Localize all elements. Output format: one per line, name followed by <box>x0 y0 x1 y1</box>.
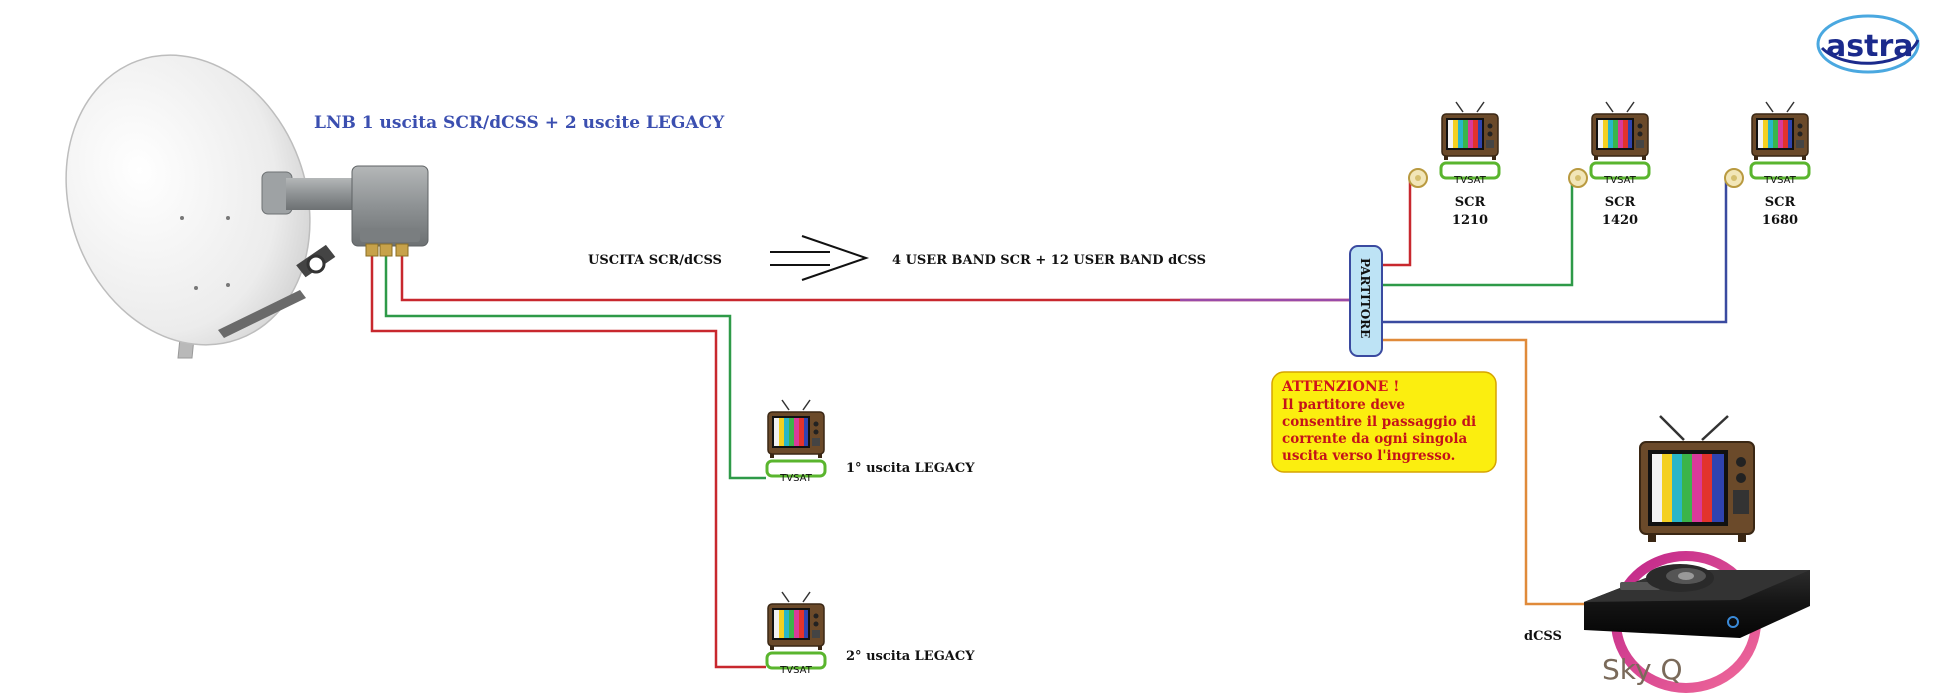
scr-tv-1210: TVSAT <box>1408 100 1501 188</box>
skyq-box <box>1584 551 1810 693</box>
cable-dcss <box>1382 338 1590 606</box>
scr-freq-1420: 1420 <box>1602 213 1638 228</box>
astra-logo: astra <box>1816 14 1920 74</box>
tvsat-badge: TVSAT <box>1453 175 1487 186</box>
legacy-tv-2: TVSAT <box>765 590 827 676</box>
skyq-tv <box>1639 415 1755 542</box>
tvsat-badge: TVSAT <box>779 473 813 484</box>
scr-tv-1420: TVSAT <box>1568 100 1651 188</box>
legacy-label-2: 2° uscita LEGACY <box>846 649 975 664</box>
cable-legacy-2 <box>370 255 766 669</box>
scr-label-1210: SCR <box>1455 195 1486 210</box>
satellite-dish <box>65 54 336 359</box>
scr-label-1420: SCR <box>1605 195 1636 210</box>
warning-box: ATTENZIONE ! Il partitore deve consentir… <box>1271 371 1497 473</box>
lnb <box>261 165 429 257</box>
cable-scr-1680 <box>1382 176 1734 324</box>
legacy-label-1: 1° uscita LEGACY <box>846 461 975 476</box>
scr-tv-1680: TVSAT <box>1724 100 1811 188</box>
dcss-label: dCSS <box>1524 629 1562 644</box>
cable-legacy-1 <box>384 255 766 480</box>
splitter-label: PARTITORE <box>1358 258 1372 338</box>
tvsat-badge: TVSAT <box>1603 175 1637 186</box>
tvsat-badge: TVSAT <box>779 665 813 676</box>
arrow-icon <box>770 235 870 281</box>
cable-scr-main <box>400 255 1352 302</box>
warning-line-2: consentire il passaggio di <box>1282 414 1476 430</box>
cable-scr-1210 <box>1382 176 1418 267</box>
output-label: USCITA SCR/dCSS <box>588 253 722 268</box>
scr-label-1680: SCR <box>1765 195 1796 210</box>
lnb-title: LNB 1 uscita SCR/dCSS + 2 uscite LEGACY <box>314 113 725 133</box>
scr-freq-1680: 1680 <box>1762 213 1798 228</box>
skyq-label: Sky Q <box>1602 653 1683 686</box>
warning-line-4: uscita verso l'ingresso. <box>1282 448 1455 464</box>
warning-heading: ATTENZIONE ! <box>1281 379 1399 395</box>
tvsat-badge: TVSAT <box>1763 175 1797 186</box>
astra-logo-text: astra <box>1826 29 1913 64</box>
warning-line-3: corrente da ogni singola <box>1282 431 1467 447</box>
splitter: PARTITORE <box>1349 245 1383 357</box>
warning-line-1: Il partitore deve <box>1282 397 1405 413</box>
scr-freq-1210: 1210 <box>1452 213 1488 228</box>
legacy-tv-1: TVSAT <box>765 398 827 484</box>
user-band-label: 4 USER BAND SCR + 12 USER BAND dCSS <box>892 253 1206 268</box>
